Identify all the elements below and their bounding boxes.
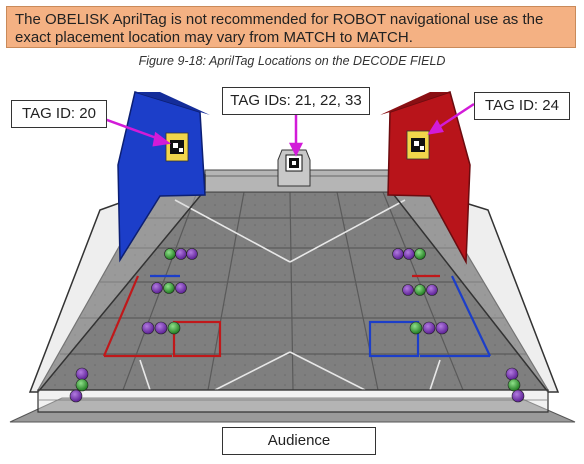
artifact-purple bbox=[402, 284, 414, 296]
artifact-green bbox=[163, 282, 175, 294]
artifact-purple bbox=[422, 321, 436, 335]
artifact-green bbox=[414, 248, 426, 260]
field-perimeter bbox=[9, 397, 576, 423]
artifact-green bbox=[167, 321, 181, 335]
front-wall bbox=[37, 389, 549, 413]
tag-24-callout: TAG ID: 24 bbox=[474, 92, 570, 120]
blue-alliance-tape bbox=[150, 274, 491, 358]
warning-note-text: The OBELISK AprilTag is not recommended … bbox=[15, 11, 544, 46]
artifact-purple bbox=[392, 248, 404, 260]
artifact-purple bbox=[75, 367, 89, 381]
artifact-purple bbox=[435, 321, 449, 335]
artifacts bbox=[69, 248, 525, 403]
artifact-purple bbox=[69, 389, 83, 403]
artifact-purple bbox=[151, 282, 163, 294]
field-launch-lines bbox=[139, 199, 441, 391]
artifact-purple bbox=[426, 284, 438, 296]
warning-note: The OBELISK AprilTag is not recommended … bbox=[6, 6, 576, 48]
artifact-purple bbox=[175, 248, 187, 260]
artifact-purple bbox=[141, 321, 155, 335]
artifact-purple bbox=[175, 282, 187, 294]
artifact-purple bbox=[505, 367, 519, 381]
audience-label: Audience bbox=[222, 427, 376, 455]
figure-caption: Figure 9-18: AprilTag Locations on the D… bbox=[138, 54, 446, 68]
artifact-green bbox=[507, 378, 521, 392]
artifact-green bbox=[409, 321, 423, 335]
artifact-green bbox=[75, 378, 89, 392]
artifact-purple bbox=[154, 321, 168, 335]
artifact-purple bbox=[403, 248, 415, 260]
tag-21-22-33-callout: TAG IDs: 21, 22, 33 bbox=[222, 87, 370, 115]
red-alliance-tape bbox=[102, 274, 440, 358]
artifact-purple bbox=[511, 389, 525, 403]
tag-20-callout: TAG ID: 20 bbox=[11, 100, 107, 128]
artifact-purple bbox=[186, 248, 198, 260]
artifact-green bbox=[414, 284, 426, 296]
artifact-purple bbox=[164, 248, 176, 260]
